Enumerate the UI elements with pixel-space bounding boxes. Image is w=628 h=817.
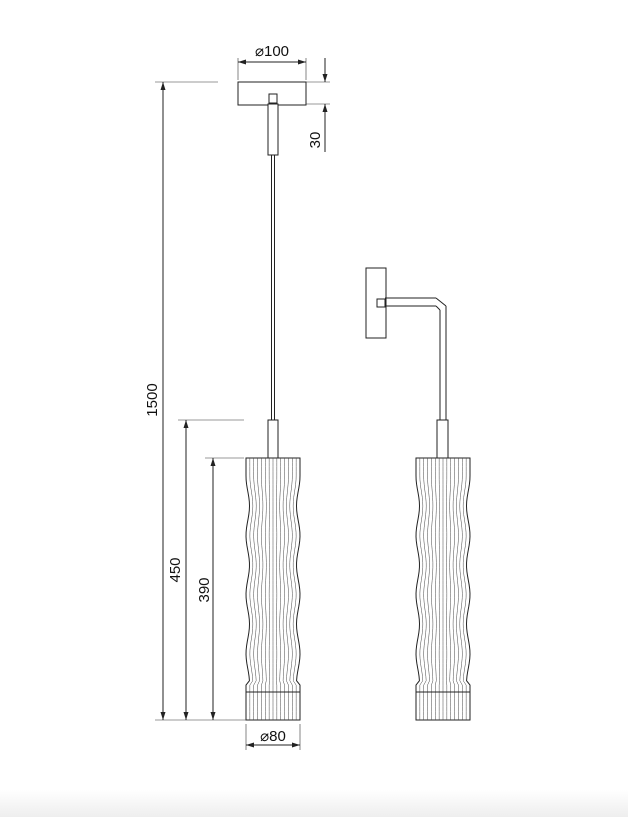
total-height-arrow-top — [160, 82, 166, 90]
canopy-diameter-arrow-left — [238, 59, 246, 65]
wall-arm-end-bottom — [435, 305, 441, 311]
section-height-arrow-top — [183, 420, 189, 428]
shade-rib — [249, 458, 254, 720]
shade-rib — [289, 458, 293, 720]
shade-rib — [282, 458, 285, 720]
section-height-arrow-bottom — [183, 712, 189, 720]
pendant-shade — [245, 457, 301, 721]
shade-diameter-label: ⌀80 — [260, 728, 286, 745]
dimension-lines: ⌀100 30 1500 450 390 ⌀80 — [144, 43, 330, 750]
wall-plate — [365, 267, 387, 339]
shade-height-arrow-bottom — [210, 712, 216, 720]
wall-connector — [376, 298, 386, 308]
lower-stem — [267, 419, 279, 459]
canopy-diameter-arrow-right — [298, 59, 306, 65]
upper-stem — [267, 103, 279, 156]
canopy-height-label: 30 — [307, 132, 324, 149]
shade-rib — [286, 458, 289, 720]
shade-diameter-arrow-left — [246, 742, 254, 748]
wall-shade — [415, 457, 471, 721]
shade-rib — [423, 458, 427, 720]
shade-height-label: 390 — [196, 577, 213, 602]
shade-rib — [261, 458, 264, 720]
shade-rib — [459, 458, 463, 720]
shade-rib — [456, 458, 459, 720]
shade-rib — [292, 458, 297, 720]
bottom-fade — [0, 790, 628, 817]
shade-rib — [419, 458, 424, 720]
shade-height-arrow-top — [210, 458, 216, 466]
wall-lamp — [365, 267, 471, 721]
section-height-label: 450 — [167, 557, 184, 582]
shade-rib — [435, 458, 437, 720]
shade-rib — [427, 458, 430, 720]
canopy-height-arrow-bottom — [322, 104, 328, 112]
wall-lower-stem — [436, 419, 449, 459]
shade-rib — [253, 458, 257, 720]
shade-rib — [452, 458, 455, 720]
canopy-diameter-label: ⌀100 — [255, 43, 289, 60]
total-height-arrow-bottom — [160, 712, 166, 720]
shade-diameter-arrow-right — [292, 742, 300, 748]
wall-arm-end-top — [435, 297, 447, 307]
canopy-connector — [268, 93, 278, 104]
pendant-lamp — [237, 81, 307, 721]
shade-rib — [279, 458, 281, 720]
shade-rib — [265, 458, 267, 720]
total-height-label: 1500 — [144, 383, 161, 416]
shade-rib — [462, 458, 467, 720]
canopy-height-arrow-top — [322, 74, 328, 82]
shade-rib — [431, 458, 434, 720]
shade-rib — [449, 458, 451, 720]
shade-rib — [257, 458, 260, 720]
